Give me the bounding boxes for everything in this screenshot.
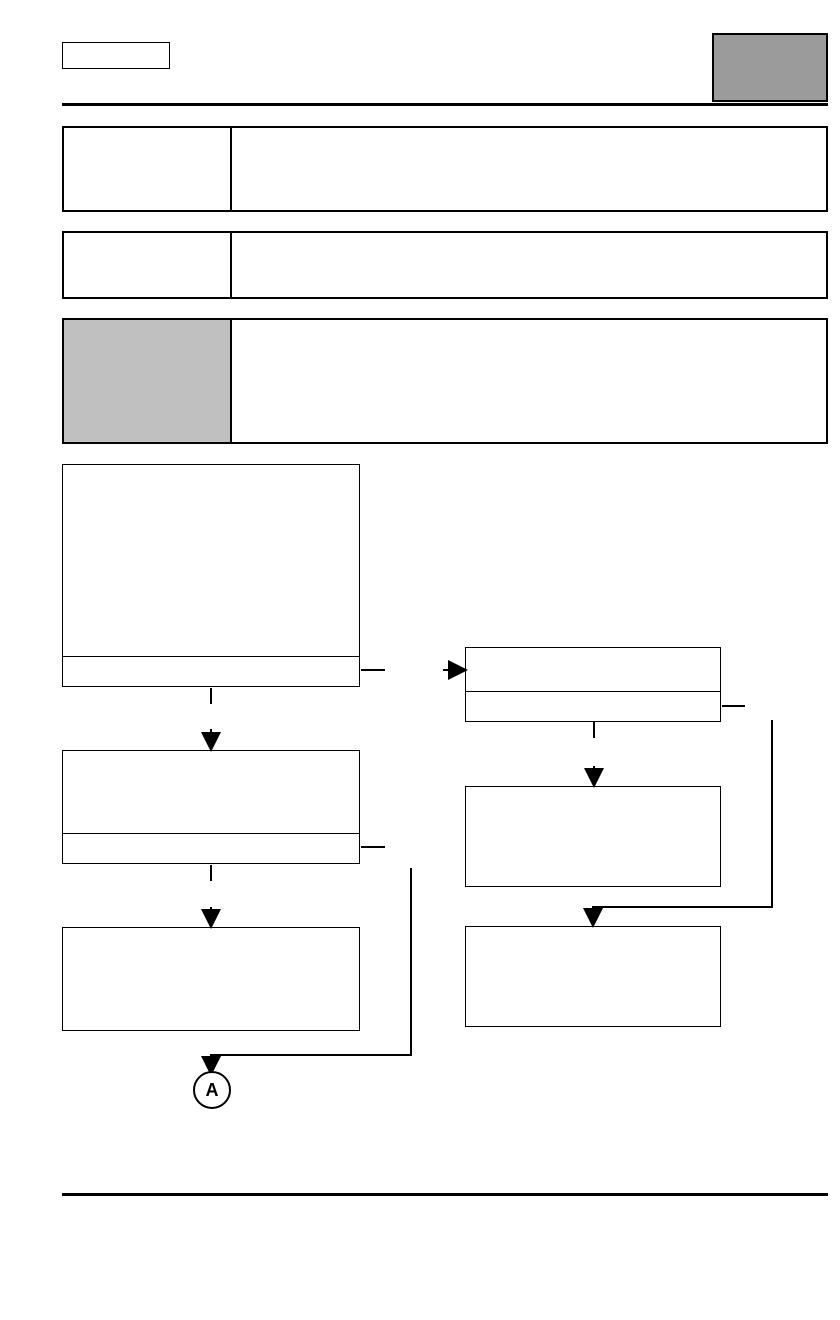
info-row-3-label [64, 320, 232, 442]
off-page-connector-label: A [205, 1079, 219, 1100]
info-row-2 [62, 231, 828, 299]
document-code-box [62, 42, 170, 69]
info-row-2-label [64, 233, 232, 297]
flow-step-1 [62, 464, 360, 687]
info-row-1 [62, 126, 828, 212]
flow-step-2 [62, 750, 360, 864]
connector-step4-to-step6 [583, 720, 773, 928]
info-row-1-label [64, 128, 232, 210]
info-row-3 [62, 318, 828, 444]
flow-step-3 [62, 927, 360, 1031]
flow-step-4 [465, 647, 721, 722]
flow-step-5 [465, 786, 721, 887]
footer-rule [62, 1193, 828, 1196]
flow-step-1-answer-row [63, 656, 359, 686]
flow-step-2-answer-row [63, 833, 359, 863]
flow-step-4-answer-row [466, 691, 720, 721]
connector-step2-to-A [201, 868, 412, 1076]
header-rule [62, 103, 828, 106]
flow-step-6 [465, 926, 721, 1027]
off-page-connector-circle [193, 1071, 231, 1109]
section-corner-tab [712, 33, 828, 102]
